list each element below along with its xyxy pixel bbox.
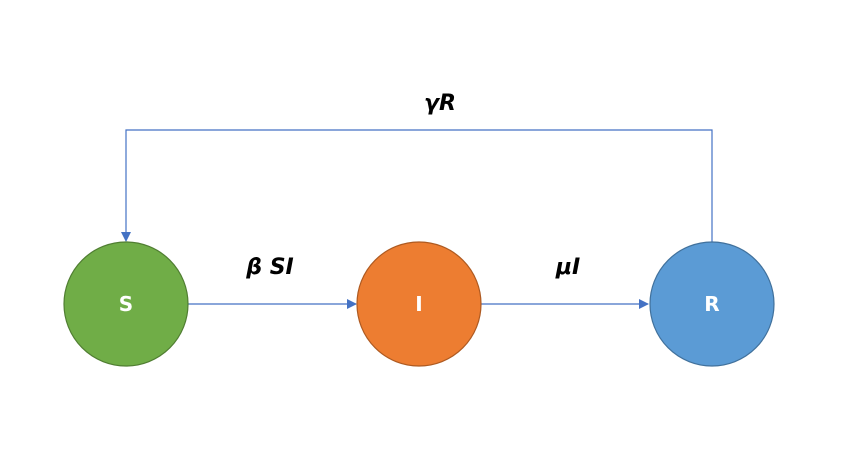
- node-r-circle: [649, 241, 775, 367]
- node-i-label: I: [415, 292, 422, 316]
- node-s-label: S: [119, 292, 133, 316]
- edge-r-to-s: [121, 129, 713, 243]
- node-i: I: [356, 241, 482, 367]
- node-r-label: R: [704, 292, 719, 316]
- node-s: S: [63, 241, 189, 367]
- edge-label-loss-of-immunity: γR: [424, 91, 456, 116]
- node-r: R: [649, 241, 775, 367]
- node-s-circle: [63, 241, 189, 367]
- edge-label-recovery: μI: [555, 255, 580, 280]
- edge-label-infection: β SI: [245, 255, 293, 280]
- node-i-circle: [356, 241, 482, 367]
